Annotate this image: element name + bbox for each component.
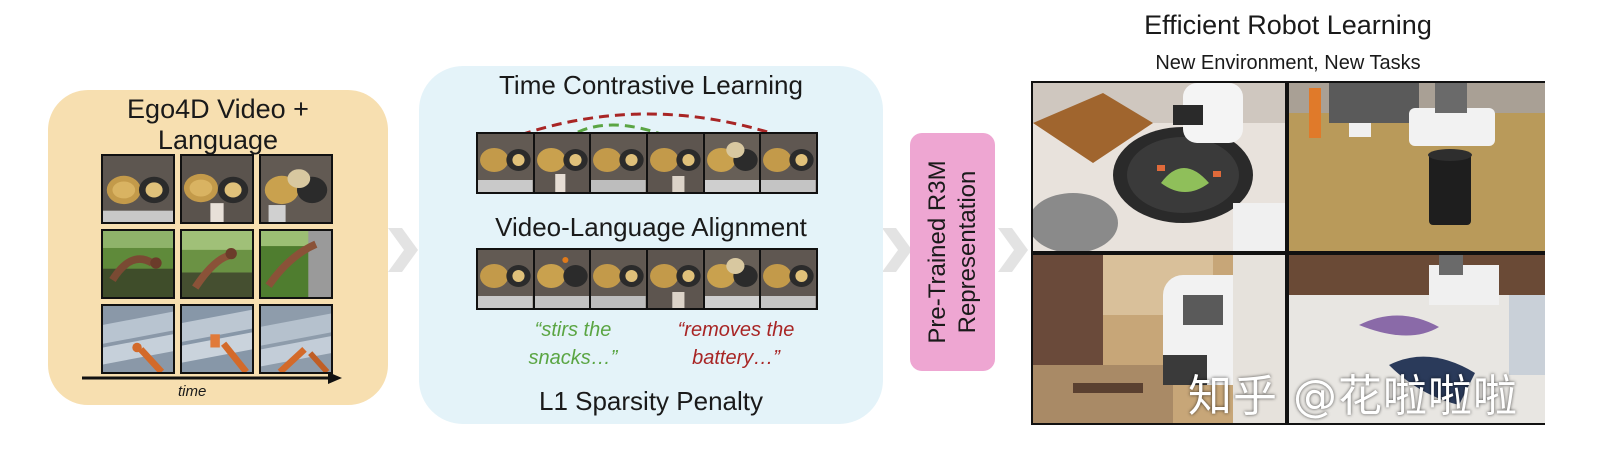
filmstrip-video-language [476, 248, 818, 310]
cooking-frame-image [259, 154, 333, 224]
negative-pair-arc [505, 112, 793, 142]
video-frame-image [591, 134, 647, 192]
video-frame-image [648, 250, 703, 308]
caption-line: snacks…” [528, 347, 618, 369]
sparsity-penalty-title: L1 Sparsity Penalty [538, 386, 763, 416]
r3m-label: Pre-Trained R3M Representation [910, 133, 995, 371]
video-frame-image [478, 134, 533, 192]
language-caption-removes: “removes the battery…” [651, 316, 821, 372]
time-arrow-icon [82, 372, 342, 384]
ego4d-title-line1: Ego4D Video + [127, 94, 309, 124]
robot-kitchen-photo [1033, 83, 1285, 251]
video-frame-image [704, 134, 760, 192]
ego4d-title: Ego4D Video + Language [48, 94, 388, 156]
chevron-right-icon [388, 228, 418, 272]
video-frame-image [648, 134, 703, 192]
caption-line: “removes the [677, 319, 795, 341]
video-frame-image [478, 250, 533, 308]
ego4d-title-line2: Language [157, 125, 279, 155]
chevron-right-icon [998, 228, 1028, 272]
filmstrip-time-contrastive [476, 132, 818, 194]
video-frame-image [534, 134, 590, 192]
battery-frame-image [259, 304, 333, 374]
caption-line: battery…” [692, 347, 780, 369]
battery-frame-image [180, 304, 254, 374]
robot-photo-grid [1031, 81, 1545, 425]
watermark: 知乎 @花啦啦啦 [1188, 371, 1518, 422]
window-frame-image [259, 229, 333, 299]
learning-objectives-panel: Time Contrastive Learning Video-Language… [419, 66, 883, 424]
video-frame-image [761, 250, 817, 308]
r3m-label-line1: Pre-Trained R3M [923, 160, 951, 344]
language-caption-stirs: “stirs the snacks…” [503, 316, 643, 372]
r3m-label-line2: Representation [953, 170, 981, 334]
r3m-representation-box: Pre-Trained R3M Representation [910, 133, 995, 371]
window-frame-image [180, 229, 254, 299]
robot-desk-photo [1289, 83, 1545, 251]
cooking-frame-image [180, 154, 254, 224]
robot-bed-photo [1289, 255, 1545, 423]
time-label: time [178, 383, 207, 400]
cooking-frame-image [101, 154, 175, 224]
ego4d-image-grid [101, 154, 337, 374]
video-language-title: Video-Language Alignment [495, 212, 807, 242]
robot-learning-title: Efficient Robot Learning [1144, 10, 1432, 40]
ego4d-panel: Ego4D Video + Language time [48, 90, 388, 405]
video-frame-image [534, 250, 590, 308]
time-contrastive-title: Time Contrastive Learning [499, 70, 803, 100]
robot-learning-subtitle: New Environment, New Tasks [1155, 52, 1421, 74]
robot-drawer-photo [1033, 255, 1285, 423]
caption-line: “stirs the [534, 319, 612, 341]
video-frame-image [704, 250, 760, 308]
chevron-right-icon [882, 228, 912, 272]
video-frame-image [591, 250, 647, 308]
video-frame-image [761, 134, 817, 192]
window-frame-image [101, 229, 175, 299]
battery-frame-image [101, 304, 175, 374]
